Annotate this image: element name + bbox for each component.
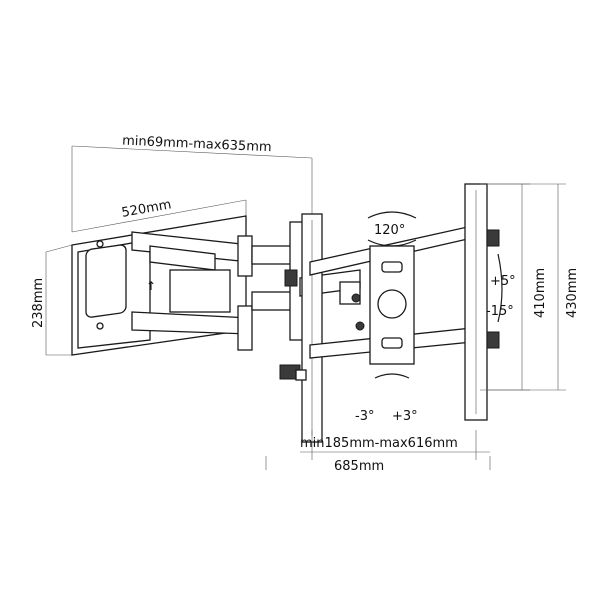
arrow-up-icon: ↑ [146,279,156,293]
rotation-indicator: -3° +3° [355,373,418,424]
wall-plate-height-dimension: 238mm [31,244,73,356]
right-tv-bracket [464,183,500,421]
wall-plate-width-label: 520mm [121,197,173,220]
bracket-width-dimension: 685mm [265,456,491,474]
vesa-plate [369,245,415,365]
tilt-indicator: +5° -15° [486,253,516,323]
arm-extension-dimension: min69mm-max635mm [71,133,313,232]
vesa-range-label: min185mm-max616mm [300,436,458,451]
outer-height-dimension: 430mm [487,183,580,391]
outer-height-label: 430mm [565,268,580,318]
swivel-indicator: 120° [367,211,417,247]
wall-plate-height-label: 238mm [31,278,46,328]
rotate-left-label: -3° [355,409,374,424]
tilt-down-label: -15° [486,304,514,319]
tilt-up-label: +5° [490,274,516,289]
arm-extension-label: min69mm-max635mm [122,133,272,155]
rotate-right-label: +3° [392,409,418,424]
swivel-angle-label: 120° [374,223,405,238]
bracket-width-label: 685mm [334,459,384,474]
vesa-range-dimension: min185mm-max616mm [300,430,490,460]
inner-height-label: 410mm [533,268,548,318]
